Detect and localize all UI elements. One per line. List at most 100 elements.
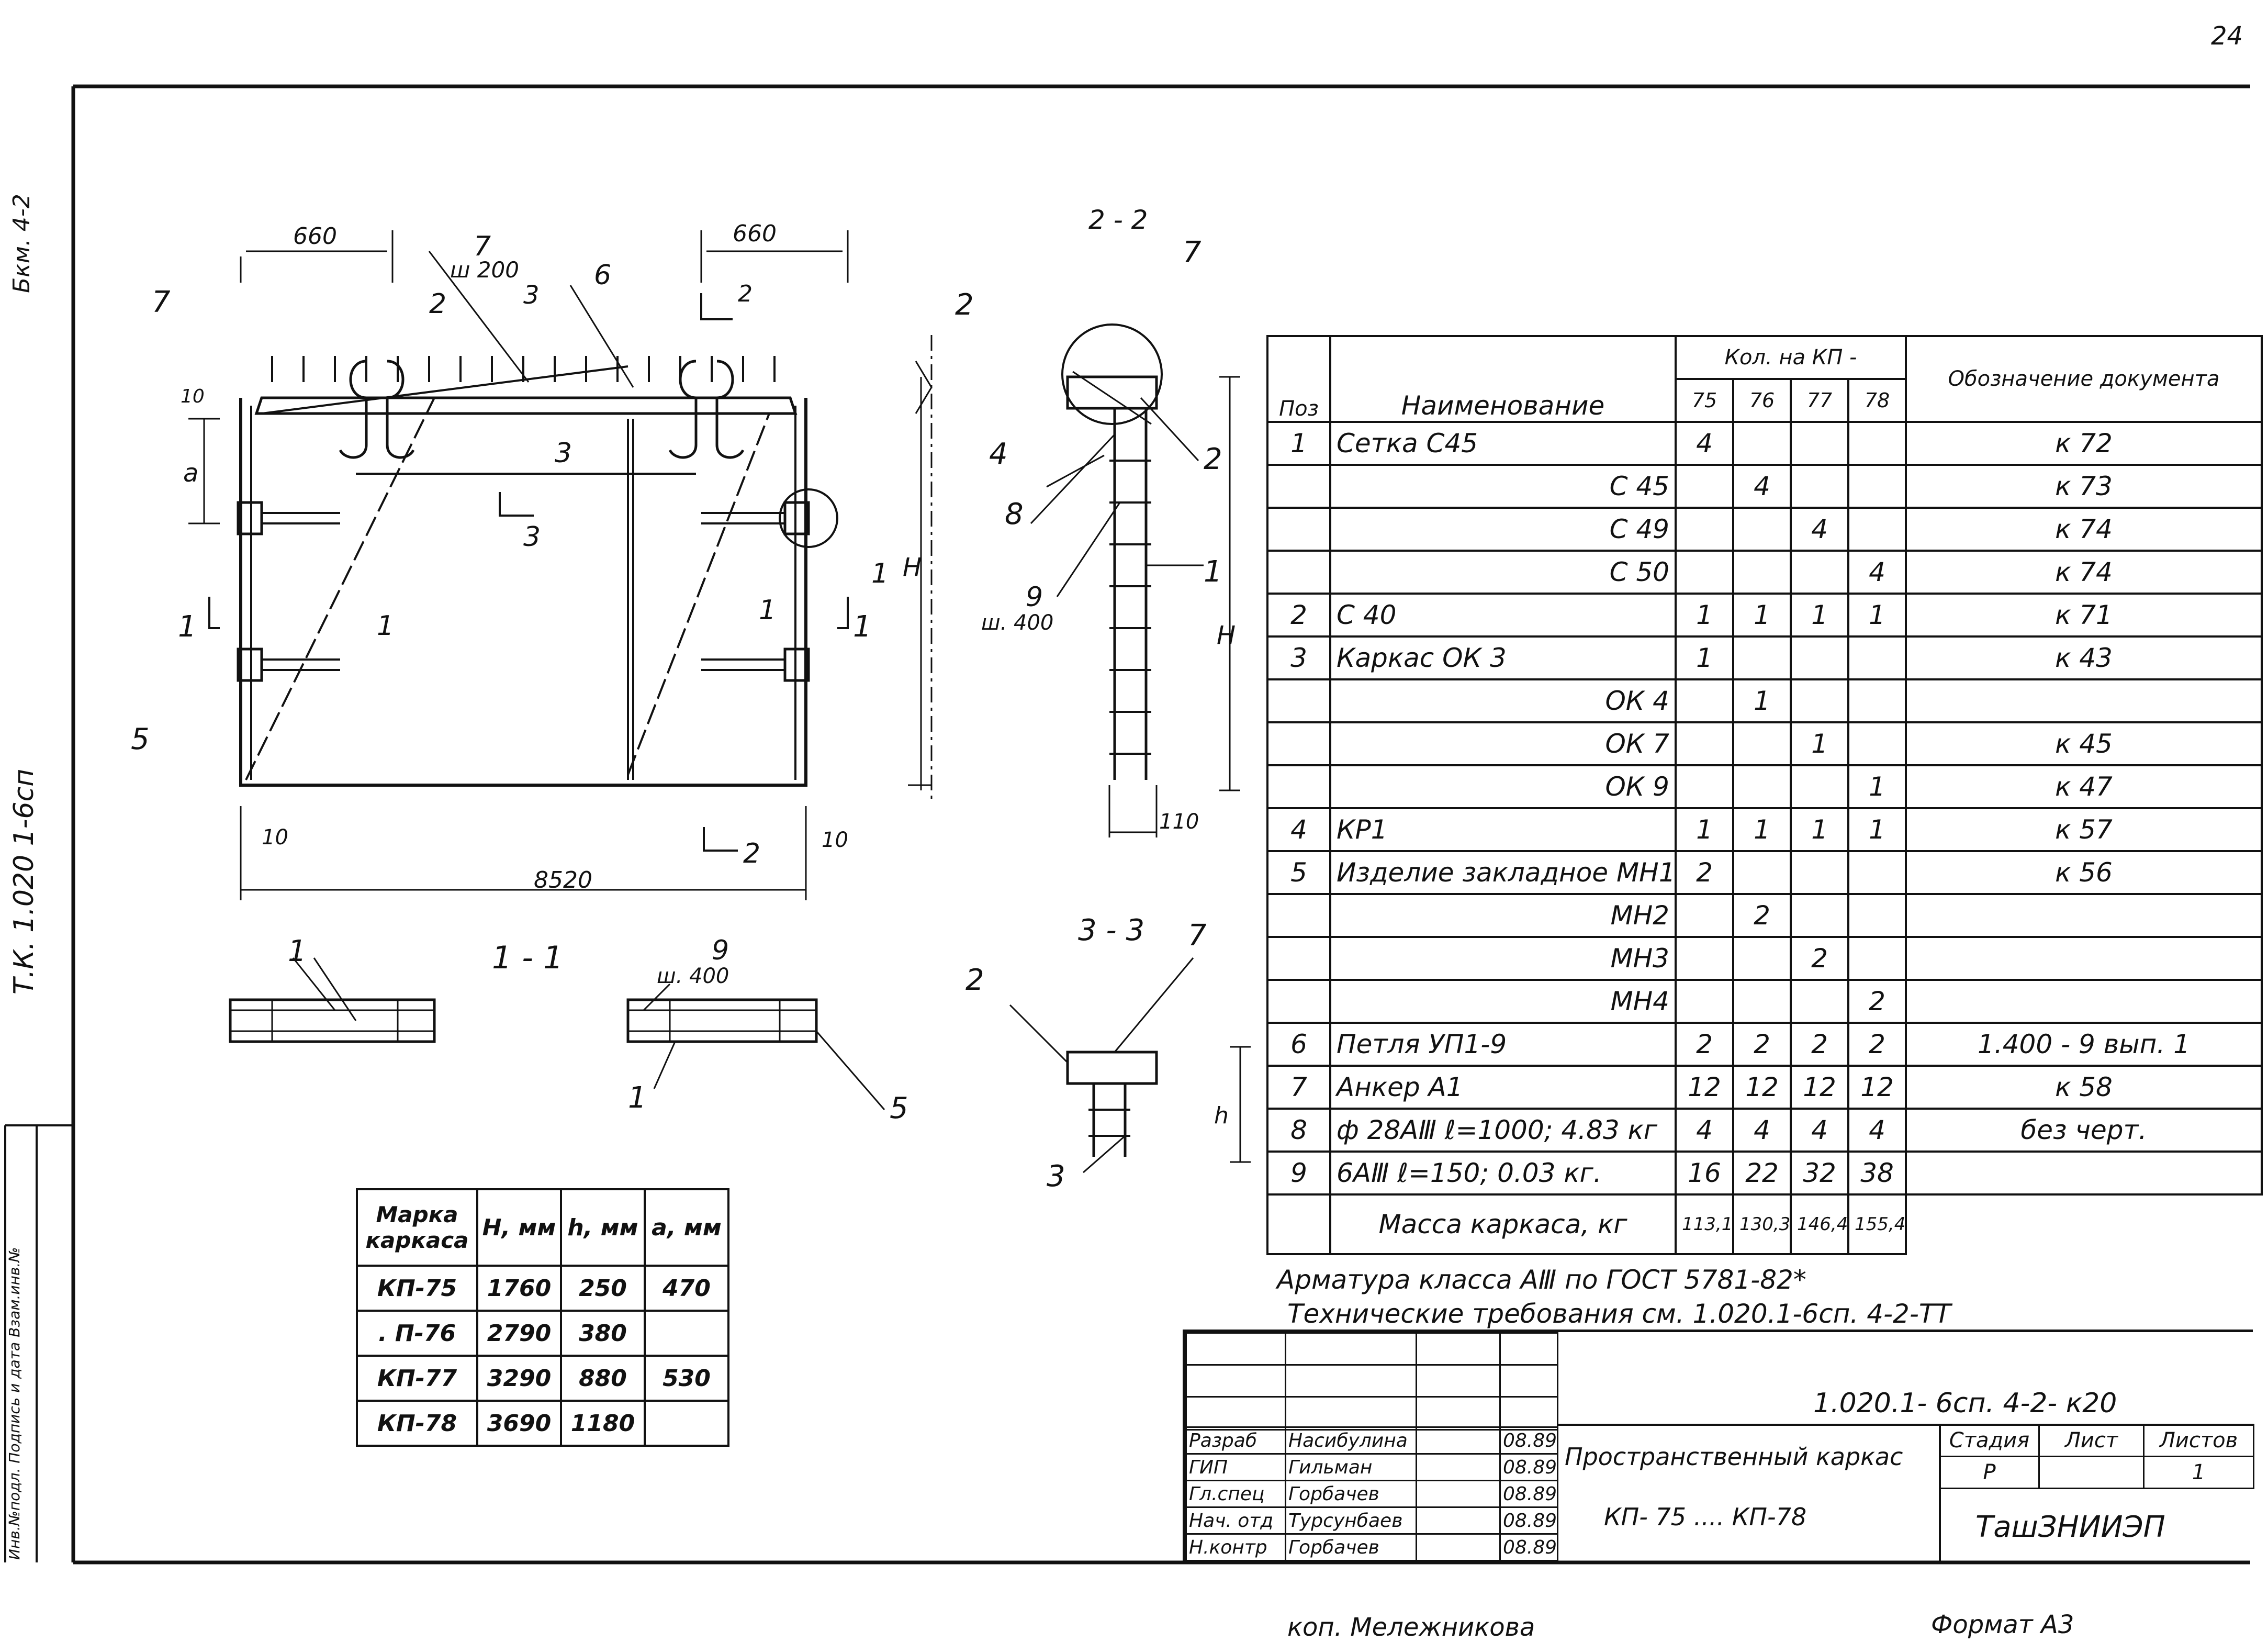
spec-qty bbox=[1790, 850, 1849, 895]
callout-label: 4 bbox=[989, 437, 1008, 471]
spec-qty bbox=[1675, 893, 1734, 938]
spec-pos: 3 bbox=[1266, 635, 1331, 680]
spec-mass-value: 146,4 bbox=[1790, 1193, 1849, 1255]
spec-name: ОК 9 bbox=[1329, 764, 1677, 809]
marks-cell: 250 bbox=[560, 1265, 646, 1312]
spec-qty bbox=[1675, 764, 1734, 809]
dim-label: 10 bbox=[822, 828, 848, 852]
signature bbox=[1416, 1453, 1501, 1481]
spec-qty bbox=[1675, 550, 1734, 595]
spec-name: ОК 7 bbox=[1329, 721, 1677, 766]
spec-name: ОК 4 bbox=[1329, 678, 1677, 723]
spec-qty: 1 bbox=[1675, 593, 1734, 638]
spec-qty: 12 bbox=[1675, 1065, 1734, 1110]
callout-label: 3 bbox=[523, 521, 541, 553]
callout-label: 2 bbox=[1204, 442, 1222, 476]
spec-mass-row: Масса каркаса, кг 113,1 130,3 146,4 155,… bbox=[1266, 1193, 2262, 1255]
spec-pos: 9 bbox=[1266, 1150, 1331, 1196]
marks-cell: 3290 bbox=[476, 1355, 562, 1402]
spec-doc: к 58 bbox=[1905, 1065, 2263, 1110]
spec-qty: 2 bbox=[1847, 1022, 1907, 1067]
spec-row: ОК 4 1 bbox=[1266, 678, 2263, 723]
stage-header: Стадия bbox=[1939, 1424, 2040, 1457]
spec-qty bbox=[1847, 936, 1907, 981]
signature bbox=[1416, 1480, 1501, 1508]
spec-qty bbox=[1847, 421, 1907, 466]
spec-qty bbox=[1847, 721, 1907, 766]
callout-label: 7 bbox=[474, 231, 491, 262]
spec-qty: 4 bbox=[1847, 1108, 1907, 1153]
spec-qty: 1 bbox=[1732, 678, 1792, 723]
spec-doc: 1.400 - 9 вып. 1 bbox=[1905, 1022, 2263, 1067]
spec-qty bbox=[1790, 635, 1849, 680]
signature-name: Горбачев bbox=[1285, 1533, 1417, 1561]
spec-qty: 38 bbox=[1847, 1150, 1907, 1196]
marks-header: а, мм bbox=[644, 1188, 729, 1267]
spec-qty bbox=[1847, 850, 1907, 895]
section-mark: 1 bbox=[178, 610, 197, 644]
marks-header: Марка каркаса bbox=[356, 1188, 478, 1267]
spec-pos: 4 bbox=[1266, 807, 1331, 852]
spec-doc: к 56 bbox=[1905, 850, 2263, 895]
callout-label: 7 bbox=[1183, 236, 1202, 270]
spec-doc: к 71 bbox=[1905, 593, 2263, 638]
spec-name: КР1 bbox=[1329, 807, 1677, 852]
spec-qty bbox=[1790, 464, 1849, 509]
spec-qty bbox=[1847, 464, 1907, 509]
callout-label: 1 bbox=[628, 1081, 647, 1115]
spec-qty bbox=[1675, 678, 1734, 723]
spec-qty bbox=[1675, 464, 1734, 509]
signature-date: 08.89 bbox=[1499, 1480, 1558, 1508]
spec-qty-col: 76 bbox=[1732, 378, 1792, 423]
spec-qty bbox=[1675, 979, 1734, 1024]
spec-name: МН2 bbox=[1329, 893, 1677, 938]
spec-qty bbox=[1847, 635, 1907, 680]
spec-header-row: Поз Наименование Кол. на КП - Обозначени… bbox=[1266, 335, 2263, 423]
callout-label: 1 bbox=[871, 558, 889, 589]
marks-cell: 530 bbox=[644, 1355, 729, 1402]
spec-qty: 4 bbox=[1847, 550, 1907, 595]
spec-pos: 6 bbox=[1266, 1022, 1331, 1067]
marks-header-row: Марка каркаса Н, мм h, мм а, мм bbox=[356, 1188, 729, 1267]
dim-label: 660 bbox=[293, 223, 337, 250]
marks-header: h, мм bbox=[560, 1188, 646, 1267]
spec-pos: 7 bbox=[1266, 1065, 1331, 1110]
spec-mass-label: Масса каркаса, кг bbox=[1329, 1193, 1677, 1255]
spec-name: С 49 bbox=[1329, 507, 1677, 552]
signature-name: Турсунбаев bbox=[1285, 1506, 1417, 1535]
spec-qty bbox=[1732, 550, 1792, 595]
spec-qty: 2 bbox=[1790, 936, 1849, 981]
spec-qty: 1 bbox=[1790, 807, 1849, 852]
spec-pos bbox=[1266, 979, 1331, 1024]
title-block-revisions bbox=[1185, 1332, 1558, 1431]
dim-label: 10 bbox=[262, 825, 288, 850]
spec-name: МН4 bbox=[1329, 979, 1677, 1024]
spec-qty: 4 bbox=[1675, 421, 1734, 466]
spec-name: С 40 bbox=[1329, 593, 1677, 638]
pitch-label: ш. 400 bbox=[657, 964, 729, 988]
signature-name: Гильман bbox=[1285, 1453, 1417, 1481]
pitch-label: ш 200 bbox=[450, 257, 519, 283]
callout-label: 1 bbox=[377, 610, 395, 642]
callout-label: 2 bbox=[955, 288, 974, 322]
spec-qty: 1 bbox=[1847, 764, 1907, 809]
spec-doc: к 73 bbox=[1905, 464, 2263, 509]
copier-name: коп. Мележникова bbox=[1287, 1613, 1535, 1642]
spec-qty: 1 bbox=[1675, 635, 1734, 680]
signature-name: Насибулина bbox=[1285, 1426, 1417, 1455]
spec-pos bbox=[1266, 936, 1331, 981]
callout-label: 1 bbox=[288, 934, 307, 968]
spec-qty bbox=[1847, 893, 1907, 938]
spec-qty bbox=[1790, 893, 1849, 938]
spec-doc: к 47 bbox=[1905, 764, 2263, 809]
spec-header-designation: Обозначение документа bbox=[1905, 335, 2263, 423]
